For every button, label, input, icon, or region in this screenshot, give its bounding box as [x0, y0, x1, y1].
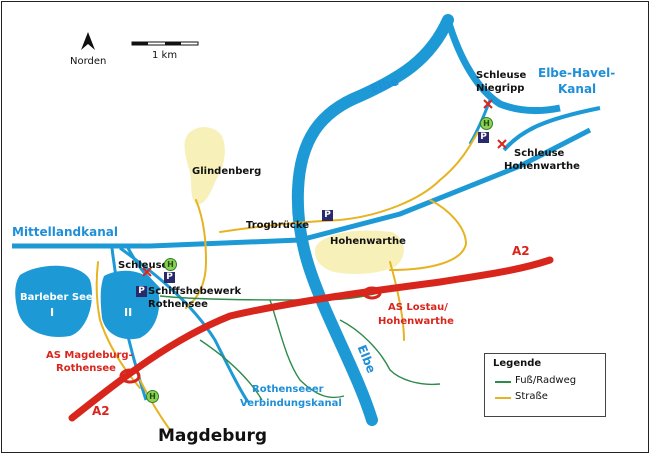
north-arrow-icon: [81, 32, 95, 50]
path-elbe-east: [339, 319, 441, 386]
legend-road-label: Straße: [515, 391, 548, 402]
parking-icon: P: [478, 132, 489, 143]
schleuse-hohenwarthe-label-1: Schleuse: [514, 148, 565, 159]
legend-title: Legende: [493, 358, 542, 369]
lake-barleber-see-i: [15, 265, 92, 337]
schleuse-niegripp-label-1: Schleuse: [476, 70, 527, 81]
lock-marker-rothensee: [142, 267, 152, 277]
schleuse-rothensee-label: Schleuse: [118, 260, 169, 271]
road-glindenberg: [185, 199, 208, 309]
trogbruecke-label: Trogbrücke: [246, 220, 309, 231]
a2-motorway: [68, 256, 554, 422]
schleuse-hohenwarthe-label-2: Hohenwarthe: [504, 161, 580, 172]
as-magdeburg-label-1: AS Magdeburg-: [46, 350, 133, 361]
path-south-loop: [269, 299, 345, 399]
lake-name-label: Barleber See: [20, 292, 93, 303]
lake-i-label: I: [50, 306, 55, 319]
rothensee-canal-label-2: Verbindungskanal: [240, 398, 342, 409]
mittellandkanal-label: Mittellandkanal: [12, 225, 118, 239]
schiffshebewerk-label-2: Rothensee: [148, 299, 208, 310]
compass-label: Norden: [70, 56, 107, 67]
harbor-icon: H: [480, 117, 493, 130]
mittellandkanal: [12, 127, 592, 249]
harbor-icon: H: [164, 258, 177, 271]
scale-bar: [131, 41, 199, 46]
elbe-havel-kanal-label-2: Kanal: [558, 82, 597, 96]
elbe-havel-kanal: [502, 106, 601, 152]
legend-road-swatch: [495, 397, 511, 399]
settlement-hohenwarthe: [314, 230, 404, 274]
path-rothensee: [199, 339, 263, 401]
road-loop-east: [389, 199, 468, 271]
lock-marker-niegripp: [483, 99, 493, 109]
schiffshebewerk-label-1: Schiffshebewerk: [148, 286, 242, 297]
harbor-icon: H: [146, 390, 159, 403]
parking-icon: P: [322, 210, 333, 221]
hohenwarthe-label: Hohenwarthe: [330, 236, 406, 247]
as-lostau-label-2: Hohenwarthe: [378, 316, 454, 327]
lock-marker-hohenwarthe: [497, 139, 507, 149]
as-magdeburg-label-2: Rothensee: [56, 363, 116, 374]
lake-ii-label: II: [124, 306, 133, 319]
parking-icon: P: [164, 272, 175, 283]
legend-path-label: Fuß/Radweg: [515, 375, 577, 386]
schleuse-niegripp-label-2: Niegripp: [476, 83, 525, 94]
map-legend: Legende Fuß/Radweg Straße: [484, 353, 606, 417]
a2-label-west: A2: [92, 404, 110, 418]
scale-label: 1 km: [152, 50, 178, 61]
legend-path-swatch: [495, 381, 511, 383]
interchange-lostau: [362, 286, 382, 300]
as-lostau-label-1: AS Lostau/: [388, 302, 448, 313]
rothensee-canal: [119, 246, 250, 403]
road-south: [139, 379, 171, 431]
a2-label-east: A2: [512, 244, 530, 258]
interchange-magdeburg-rothensee: [119, 368, 141, 384]
elbe-river-fork: [444, 18, 561, 115]
parking-icon: P: [136, 286, 147, 297]
rothensee-canal-label-1: Rothenseeer: [252, 384, 324, 395]
road-hohenwarthe-south: [389, 261, 405, 341]
map-title: Magdeburg: [158, 426, 268, 446]
glindenberg-label: Glindenberg: [192, 166, 262, 177]
elbe-river: [291, 14, 454, 426]
settlement-glindenberg: [184, 127, 225, 205]
elbe-havel-kanal-label-1: Elbe-Havel-: [538, 66, 616, 80]
road-hohenwarthe: [219, 131, 479, 233]
